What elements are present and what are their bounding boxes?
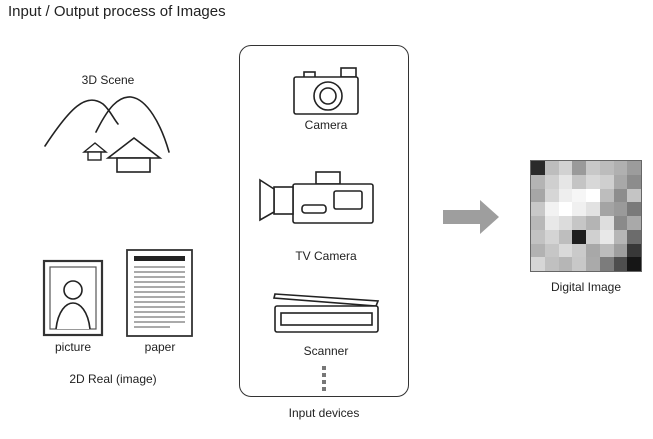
pixel-cell bbox=[599, 202, 614, 216]
pixel-cell bbox=[586, 257, 600, 271]
pixel-cell bbox=[572, 161, 586, 175]
pixel-cell bbox=[531, 161, 545, 175]
pixel-cell bbox=[531, 243, 545, 258]
pixel-cell bbox=[544, 229, 559, 244]
pixel-cell bbox=[586, 174, 600, 189]
pixel-cell bbox=[627, 243, 641, 258]
pixel-cell bbox=[544, 188, 559, 203]
scanner-label: Scanner bbox=[303, 344, 349, 358]
pixel-cell bbox=[613, 202, 628, 216]
digital-image bbox=[530, 160, 642, 272]
pixel-cell bbox=[572, 202, 586, 216]
input-devices-caption: Input devices bbox=[288, 406, 360, 420]
picture-frame-icon bbox=[42, 259, 104, 337]
pixel-cell bbox=[613, 174, 628, 189]
picture-label: picture bbox=[54, 340, 92, 354]
pixel-cell bbox=[531, 202, 545, 216]
process-arrow-icon bbox=[443, 200, 499, 234]
more-devices-dots-icon bbox=[322, 366, 326, 391]
pixel-cell bbox=[558, 161, 573, 175]
pixel-cell bbox=[544, 161, 559, 175]
pixel-cell bbox=[544, 243, 559, 258]
pixel-cell bbox=[586, 243, 600, 258]
pixel-cell bbox=[599, 229, 614, 244]
pixel-cell bbox=[599, 161, 614, 175]
page-title: Input / Output process of Images bbox=[8, 3, 226, 20]
pixel-cell bbox=[558, 202, 573, 216]
pixel-cell bbox=[613, 188, 628, 203]
pixel-cell bbox=[558, 174, 573, 189]
input-devices-box bbox=[239, 45, 409, 397]
pixel-cell bbox=[531, 174, 545, 189]
pixel-cell bbox=[613, 243, 628, 258]
scene-2d-caption: 2D Real (image) bbox=[69, 372, 157, 386]
pixel-cell bbox=[627, 257, 641, 271]
pixel-cell bbox=[572, 229, 586, 244]
pixel-cell bbox=[627, 161, 641, 175]
pixel-cell bbox=[531, 257, 545, 271]
pixel-cell bbox=[599, 216, 614, 230]
pixel-cell bbox=[572, 188, 586, 203]
scanner-icon bbox=[272, 293, 380, 333]
paper-icon bbox=[126, 249, 193, 337]
pixel-cell bbox=[586, 216, 600, 230]
house-icon bbox=[105, 136, 163, 173]
pixel-cell bbox=[558, 257, 573, 271]
pixel-cell bbox=[572, 257, 586, 271]
pixel-cell bbox=[599, 243, 614, 258]
pixel-cell bbox=[558, 216, 573, 230]
pixel-cell bbox=[627, 229, 641, 244]
scene-3d-label: 3D Scene bbox=[81, 73, 135, 87]
pixel-cell bbox=[627, 216, 641, 230]
small-house-icon bbox=[82, 142, 108, 161]
pixel-cell bbox=[599, 174, 614, 189]
pixel-cell bbox=[599, 257, 614, 271]
pixel-cell bbox=[544, 257, 559, 271]
pixel-cell bbox=[586, 229, 600, 244]
pixel-cell bbox=[627, 188, 641, 203]
paper-label: paper bbox=[144, 340, 176, 354]
pixel-cell bbox=[613, 257, 628, 271]
pixel-cell bbox=[544, 202, 559, 216]
pixel-cell bbox=[627, 202, 641, 216]
pixel-cell bbox=[544, 174, 559, 189]
pixel-cell bbox=[544, 216, 559, 230]
pixel-cell bbox=[613, 229, 628, 244]
pixel-cell bbox=[572, 243, 586, 258]
pixel-cell bbox=[613, 216, 628, 230]
pixel-cell bbox=[558, 188, 573, 203]
pixel-cell bbox=[572, 216, 586, 230]
pixel-cell bbox=[531, 229, 545, 244]
camera-label: Camera bbox=[304, 118, 348, 132]
pixel-cell bbox=[558, 243, 573, 258]
pixel-cell bbox=[627, 174, 641, 189]
pixel-cell bbox=[599, 188, 614, 203]
pixel-cell bbox=[558, 229, 573, 244]
pixel-cell bbox=[586, 161, 600, 175]
digital-image-label: Digital Image bbox=[550, 280, 622, 294]
pixel-cell bbox=[531, 188, 545, 203]
tv-camera-label: TV Camera bbox=[295, 249, 357, 263]
pixel-cell bbox=[613, 161, 628, 175]
camera-icon bbox=[293, 67, 359, 115]
pixel-cell bbox=[586, 202, 600, 216]
pixel-cell bbox=[531, 216, 545, 230]
pixel-cell bbox=[572, 174, 586, 189]
pixel-cell bbox=[586, 188, 600, 203]
mountains-icon bbox=[44, 96, 170, 153]
tv-camera-icon bbox=[259, 171, 374, 224]
